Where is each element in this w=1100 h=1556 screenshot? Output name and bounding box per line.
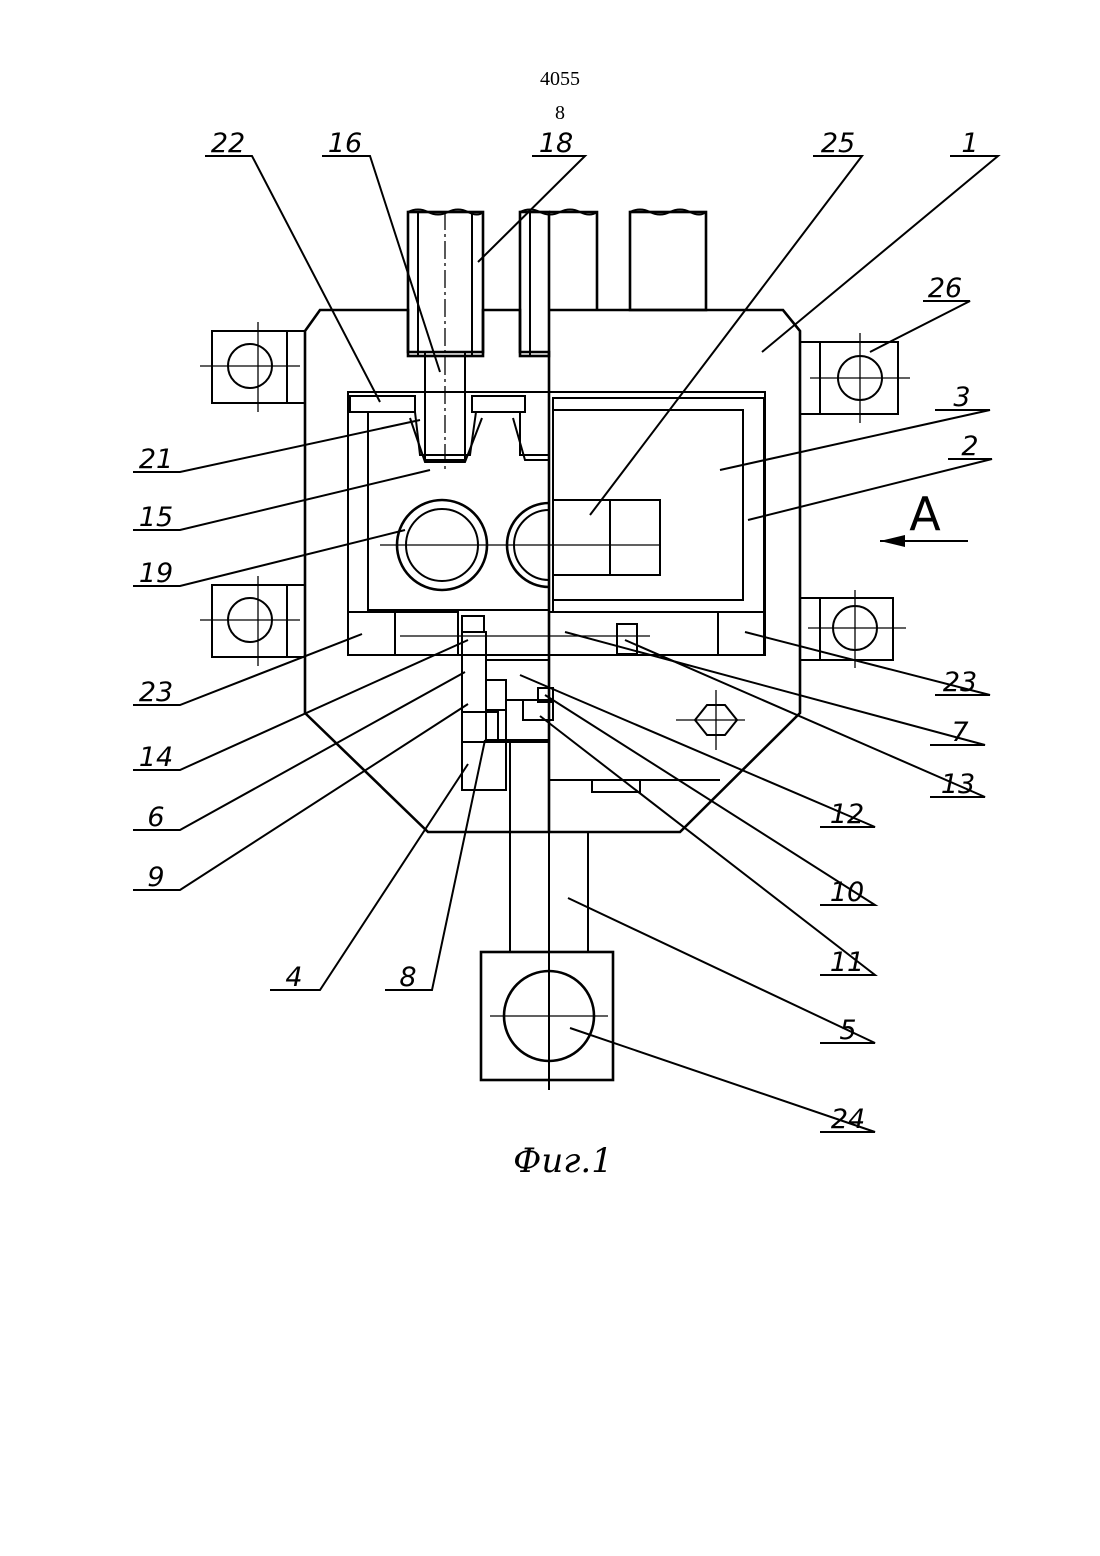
label-21: 21 — [139, 444, 173, 475]
part-labels: 22 16 18 25 1 26 3 2 21 15 19 A 23 23 7 … — [139, 128, 979, 1135]
right-assembly — [553, 398, 764, 612]
label-14: 14 — [139, 742, 173, 773]
label-3: 3 — [953, 382, 970, 413]
stem-assembly — [462, 632, 720, 1090]
label-15: 15 — [139, 502, 173, 533]
seal-22 — [350, 396, 525, 412]
label-4: 4 — [285, 962, 302, 993]
leader-lines — [133, 156, 998, 1132]
label-23-right: 23 — [943, 667, 977, 698]
label-26: 26 — [928, 273, 962, 304]
label-25: 25 — [821, 128, 855, 159]
label-19: 19 — [139, 558, 173, 589]
label-8: 8 — [399, 962, 416, 993]
label-view-a: A — [909, 487, 941, 541]
inner-block — [368, 412, 660, 610]
pipe-assembly — [408, 210, 706, 471]
label-16: 16 — [328, 128, 362, 159]
mounting-lugs — [200, 322, 910, 668]
hex-nut — [676, 690, 745, 750]
label-6: 6 — [147, 802, 164, 833]
label-18: 18 — [539, 128, 573, 159]
figure-caption: Фиг.1 — [513, 1141, 613, 1181]
label-10: 10 — [830, 877, 864, 908]
label-13: 13 — [941, 769, 975, 800]
label-7: 7 — [951, 717, 968, 748]
label-1: 1 — [961, 128, 978, 159]
label-24: 24 — [831, 1104, 865, 1135]
label-9: 9 — [147, 862, 164, 893]
label-2: 2 — [961, 431, 978, 462]
rod-and-eye — [481, 832, 613, 1080]
label-23-left: 23 — [139, 677, 173, 708]
label-12: 12 — [830, 799, 864, 830]
label-5: 5 — [839, 1015, 856, 1046]
lower-channel — [348, 612, 764, 655]
label-22: 22 — [211, 128, 245, 159]
label-11: 11 — [830, 947, 864, 978]
